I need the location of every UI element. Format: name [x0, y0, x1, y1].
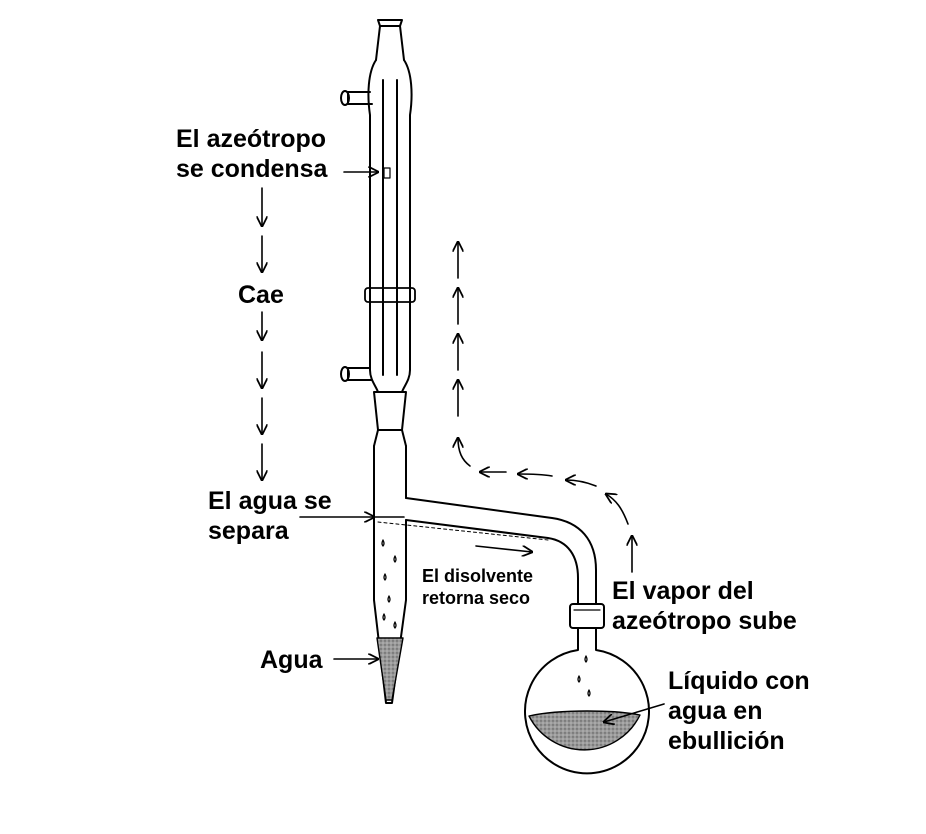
dean-stark-trap	[373, 445, 597, 704]
label-vapor-line2: azeótropo sube	[612, 607, 797, 635]
condenser-joint	[373, 391, 407, 447]
droplets-trap	[381, 539, 397, 629]
label-condensa-line2: se condensa	[176, 155, 328, 183]
round-bottom-flask	[524, 627, 650, 775]
label-pointers	[299, 172, 665, 722]
label-disolvente-line1: El disolvente	[422, 566, 534, 586]
label-disolvente-line2: retorna seco	[422, 587, 531, 608]
label-condensa-line1: El azeótropo	[176, 125, 327, 153]
condenser	[340, 19, 416, 393]
label-separa-line2: separa	[208, 517, 289, 545]
label-vapor-line1: El vapor del	[612, 577, 754, 605]
solvent-return-arrow	[475, 545, 532, 552]
rising-vapor-arrows	[458, 242, 632, 573]
label-cae: Cae	[238, 281, 284, 309]
water-layer	[376, 637, 404, 701]
label-disolvente: El disolvente retorna seco	[422, 566, 533, 609]
label-separa-line1: El agua se	[208, 487, 332, 515]
label-agua: Agua	[260, 646, 323, 674]
flask-joint	[569, 603, 605, 629]
label-separa: El agua se separa	[208, 486, 332, 546]
label-liquido: Líquido con agua en ebullición	[668, 666, 810, 756]
label-liquido-line3: ebullición	[668, 727, 785, 755]
label-liquido-line2: agua en	[668, 697, 763, 725]
label-vapor: El vapor del azeótropo sube	[612, 576, 797, 636]
label-liquido-line1: Líquido con	[668, 667, 810, 695]
label-condensa: El azeótropo se condensa	[176, 124, 327, 184]
